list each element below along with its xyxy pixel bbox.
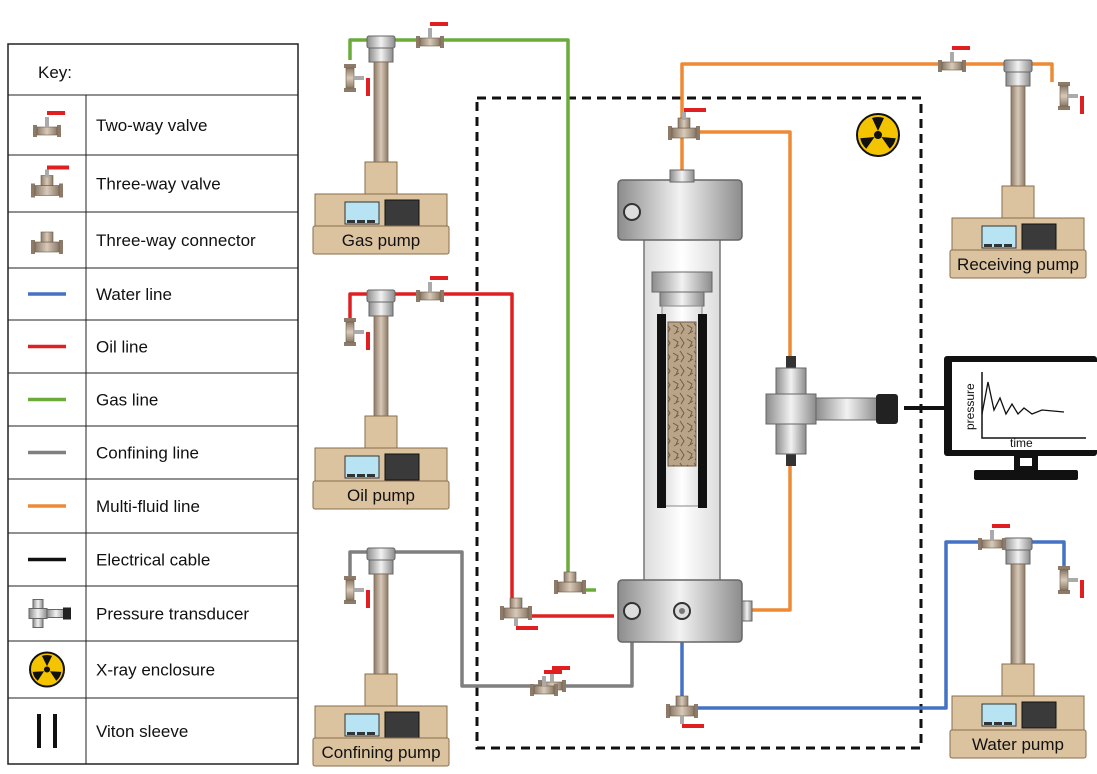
three-way-valve-icon [31, 165, 69, 198]
legend-label: Viton sleeve [96, 722, 188, 741]
two-way-valve-icon [344, 64, 370, 96]
legend-row-confining-line: Confining line [8, 425, 298, 463]
legend-label: Confining line [96, 444, 199, 463]
legend-row-two-way-valve: Two-way valve [33, 111, 207, 137]
pump-display [344, 713, 380, 737]
viton-sleeve-left [657, 314, 666, 508]
pump-label-plate [949, 249, 1087, 279]
multi-fluid-line-transducer [698, 130, 792, 612]
pump-display [344, 455, 380, 479]
two-way-valve-icon [416, 22, 448, 48]
two-way-valve-icon [344, 318, 370, 350]
legend-row-viton-sleeve: Viton sleeve [8, 697, 298, 748]
legend-label: Pressure transducer [96, 605, 249, 624]
monitor-xlabel: time [1010, 436, 1033, 450]
legend-label: Three-way valve [96, 175, 221, 194]
legend-label: Two-way valve [96, 116, 207, 135]
legend-row-electrical-cable: Electrical cable [8, 532, 298, 570]
pump-label-oil: Oil pump [347, 486, 415, 505]
legend-row-oil-line: Oil line [8, 319, 298, 357]
oil-line [348, 292, 614, 618]
viton-sleeve-icon [37, 714, 41, 748]
pressure-curve [981, 381, 1065, 416]
legend-row-three-way-connector: Three-way connector [8, 211, 298, 254]
legend-row-three-way-valve: Three-way valve [8, 154, 298, 198]
pressure-transducer [765, 356, 898, 466]
core-holder [617, 169, 753, 643]
legend-frame [7, 43, 299, 765]
two-way-valve-icon [978, 524, 1010, 550]
legend-label: Water line [96, 285, 172, 304]
two-way-valve-icon [1058, 82, 1084, 114]
pump-display [981, 703, 1017, 727]
two-way-valve-icon [33, 111, 65, 137]
pump-label-plate [949, 729, 1087, 759]
pump-label-gas: Gas pump [342, 231, 420, 250]
two-way-valve-icon [938, 46, 970, 72]
three-way-connector-icon [554, 571, 586, 594]
three-way-valve-icon [668, 108, 706, 140]
pump-confining: Confining pump [312, 547, 450, 767]
x-ray-enclosure [475, 96, 923, 750]
pump-gas: Gas pump [312, 35, 450, 255]
top-port [623, 203, 641, 221]
monitor-ylabel: pressure [963, 383, 977, 430]
pump-label-confining: Confining pump [321, 743, 440, 762]
viton-sleeve-right [698, 314, 707, 508]
legend-label: Electrical cable [96, 551, 210, 570]
confining-line [348, 550, 634, 688]
three-way-connector-icon [31, 231, 63, 254]
legend-label: Multi-fluid line [96, 497, 200, 516]
legend-label: Gas line [96, 391, 158, 410]
three-way-valve-icon [500, 597, 538, 630]
legend-row-water-line: Water line [8, 267, 298, 304]
rock-sample [667, 321, 697, 467]
legend-row-gas-line: Gas line [8, 372, 298, 410]
two-way-valve-icon [1058, 566, 1084, 598]
radiation-icon [29, 651, 65, 688]
legend-label: Three-way connector [96, 231, 256, 250]
pump-oil: Oil pump [312, 289, 450, 510]
pump-display [981, 225, 1017, 249]
legend-label: X-ray enclosure [96, 661, 215, 680]
top-piston [651, 271, 713, 293]
two-way-valve-icon [416, 276, 448, 302]
two-way-valve-icon [530, 670, 562, 696]
water-line [680, 540, 1066, 710]
pump-label-plate [312, 737, 450, 767]
two-way-valve-icon [344, 576, 370, 608]
legend-row-pressure-transducer: Pressure transducer [8, 585, 298, 628]
pressure-monitor: pressure time [944, 356, 1097, 480]
pump-label-plate [312, 225, 450, 255]
pump-receiving: Receiving pump [949, 59, 1087, 279]
pump-label-receiving: Receiving pump [957, 255, 1079, 274]
pump-water: Water pump [949, 537, 1087, 759]
pump-display [344, 201, 380, 225]
radiation-icon [856, 113, 900, 157]
pump-label-plate [312, 480, 450, 510]
legend-row-x-ray-enclosure: X-ray enclosure [8, 640, 298, 688]
pump-label-water: Water pump [972, 735, 1064, 754]
three-way-valve-icon [666, 695, 704, 728]
pressure-transducer-icon [28, 599, 71, 628]
legend-title: Key: [38, 63, 72, 82]
legend-label: Oil line [96, 338, 148, 357]
legend-row-multi-fluid-line: Multi-fluid line [8, 478, 298, 516]
